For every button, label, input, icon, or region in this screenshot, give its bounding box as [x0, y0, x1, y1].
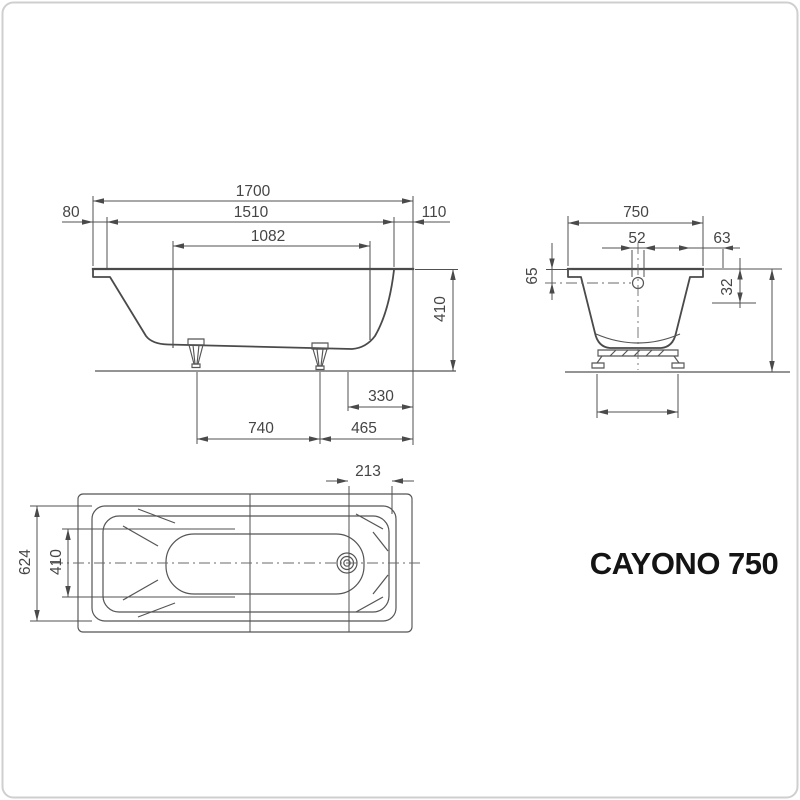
dim-side-bottom-length: 1082 [251, 228, 285, 245]
dim-side-overall-length: 1700 [236, 183, 271, 200]
side-feet [187, 338, 329, 371]
dim-side-feet-spacing: 740 [248, 420, 274, 437]
dim-top-drain-offset: 213 [355, 463, 381, 480]
product-name: CAYONO 750 [590, 546, 779, 581]
dim-side-height: 410 [432, 296, 449, 322]
side-view: 1700 80 1510 110 1082 410 330 740 465 [62, 183, 458, 445]
end-dimensions: 750 52 63 65 32 [524, 204, 782, 418]
dim-side-inner-length: 1510 [234, 204, 269, 221]
top-dimensions: 213 624 410 [17, 463, 414, 622]
dim-side-foot-to-end: 465 [351, 420, 377, 437]
dim-side-right-overhang: 110 [422, 204, 447, 221]
dim-top-outer-width: 624 [17, 549, 34, 575]
dim-end-rim-lip-height: 32 [719, 278, 736, 295]
dim-end-overall-width: 750 [623, 204, 649, 221]
dim-end-overflow-depth: 65 [524, 267, 541, 284]
end-tub-profile [566, 267, 705, 349]
dim-end-rim-overhang: 63 [713, 230, 730, 247]
dim-side-left-overhang: 80 [62, 204, 80, 221]
end-view: 750 52 63 65 32 [524, 204, 790, 418]
side-tub-profile [91, 267, 415, 350]
top-view: 213 624 410 [17, 463, 420, 633]
dim-end-overflow-diameter: 52 [628, 230, 645, 247]
dim-side-end-clearance: 330 [368, 388, 394, 405]
side-dimensions: 1700 80 1510 110 1082 410 330 740 465 [62, 183, 458, 445]
end-feet [591, 349, 685, 369]
dim-top-inner-width: 410 [48, 549, 65, 575]
